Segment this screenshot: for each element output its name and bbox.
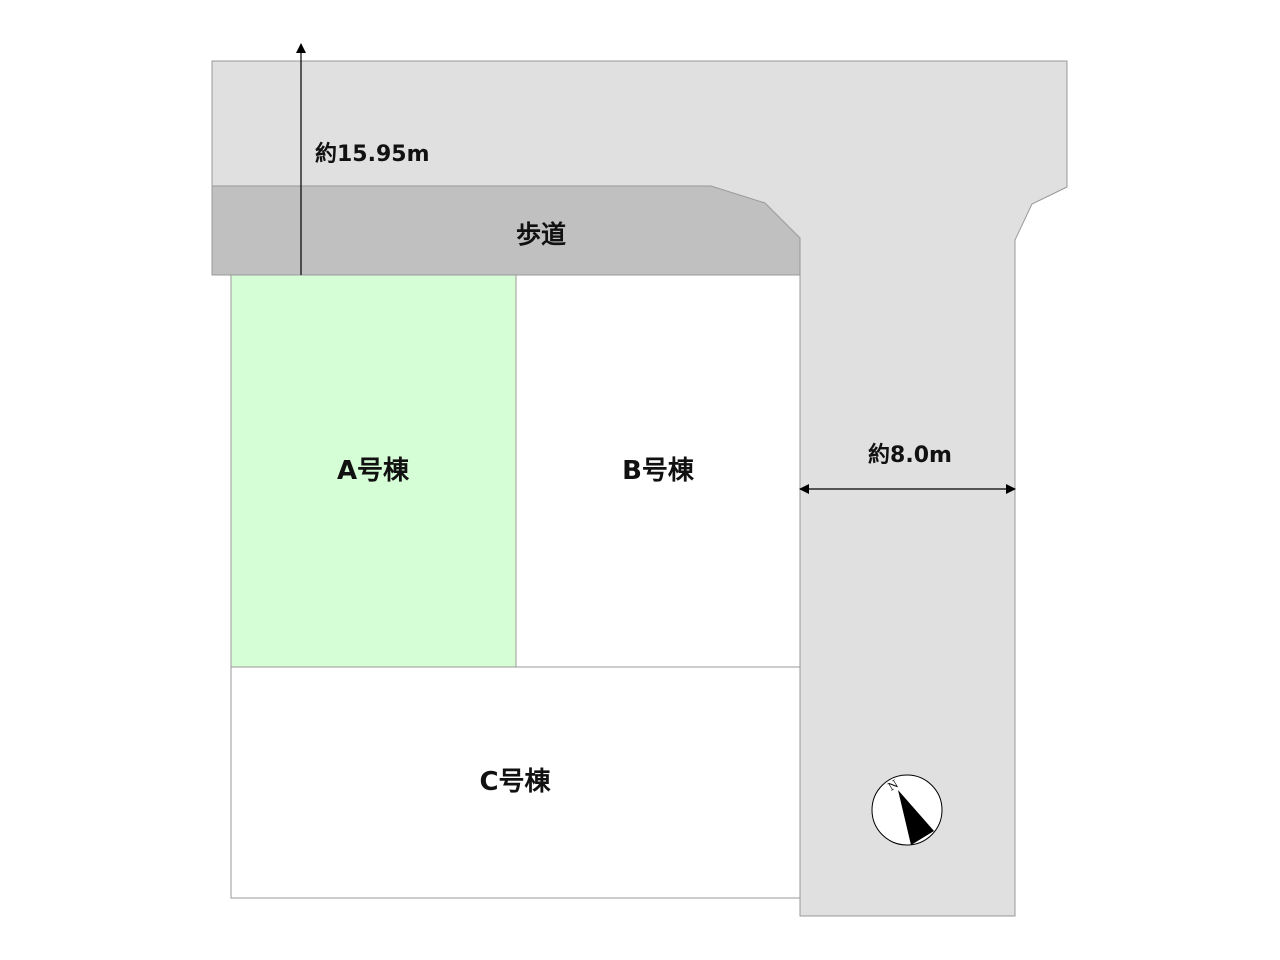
sidewalk-area [211, 185, 801, 276]
lot-c-label: C号棟 [479, 767, 551, 797]
sidewalk-label: 歩道 [516, 220, 566, 249]
road-east-width-label: 約8.0m [868, 442, 952, 468]
lot-b-label: B号棟 [622, 456, 695, 486]
compass-needle [898, 790, 934, 845]
lot-c[interactable] [230, 666, 801, 899]
lot-a[interactable] [230, 274, 517, 668]
lot-b[interactable] [515, 274, 801, 668]
road-north-width-label: 約15.95m [315, 141, 430, 167]
north-arrow-icon: N [871, 774, 943, 846]
lot-a-label: A号棟 [337, 456, 410, 486]
